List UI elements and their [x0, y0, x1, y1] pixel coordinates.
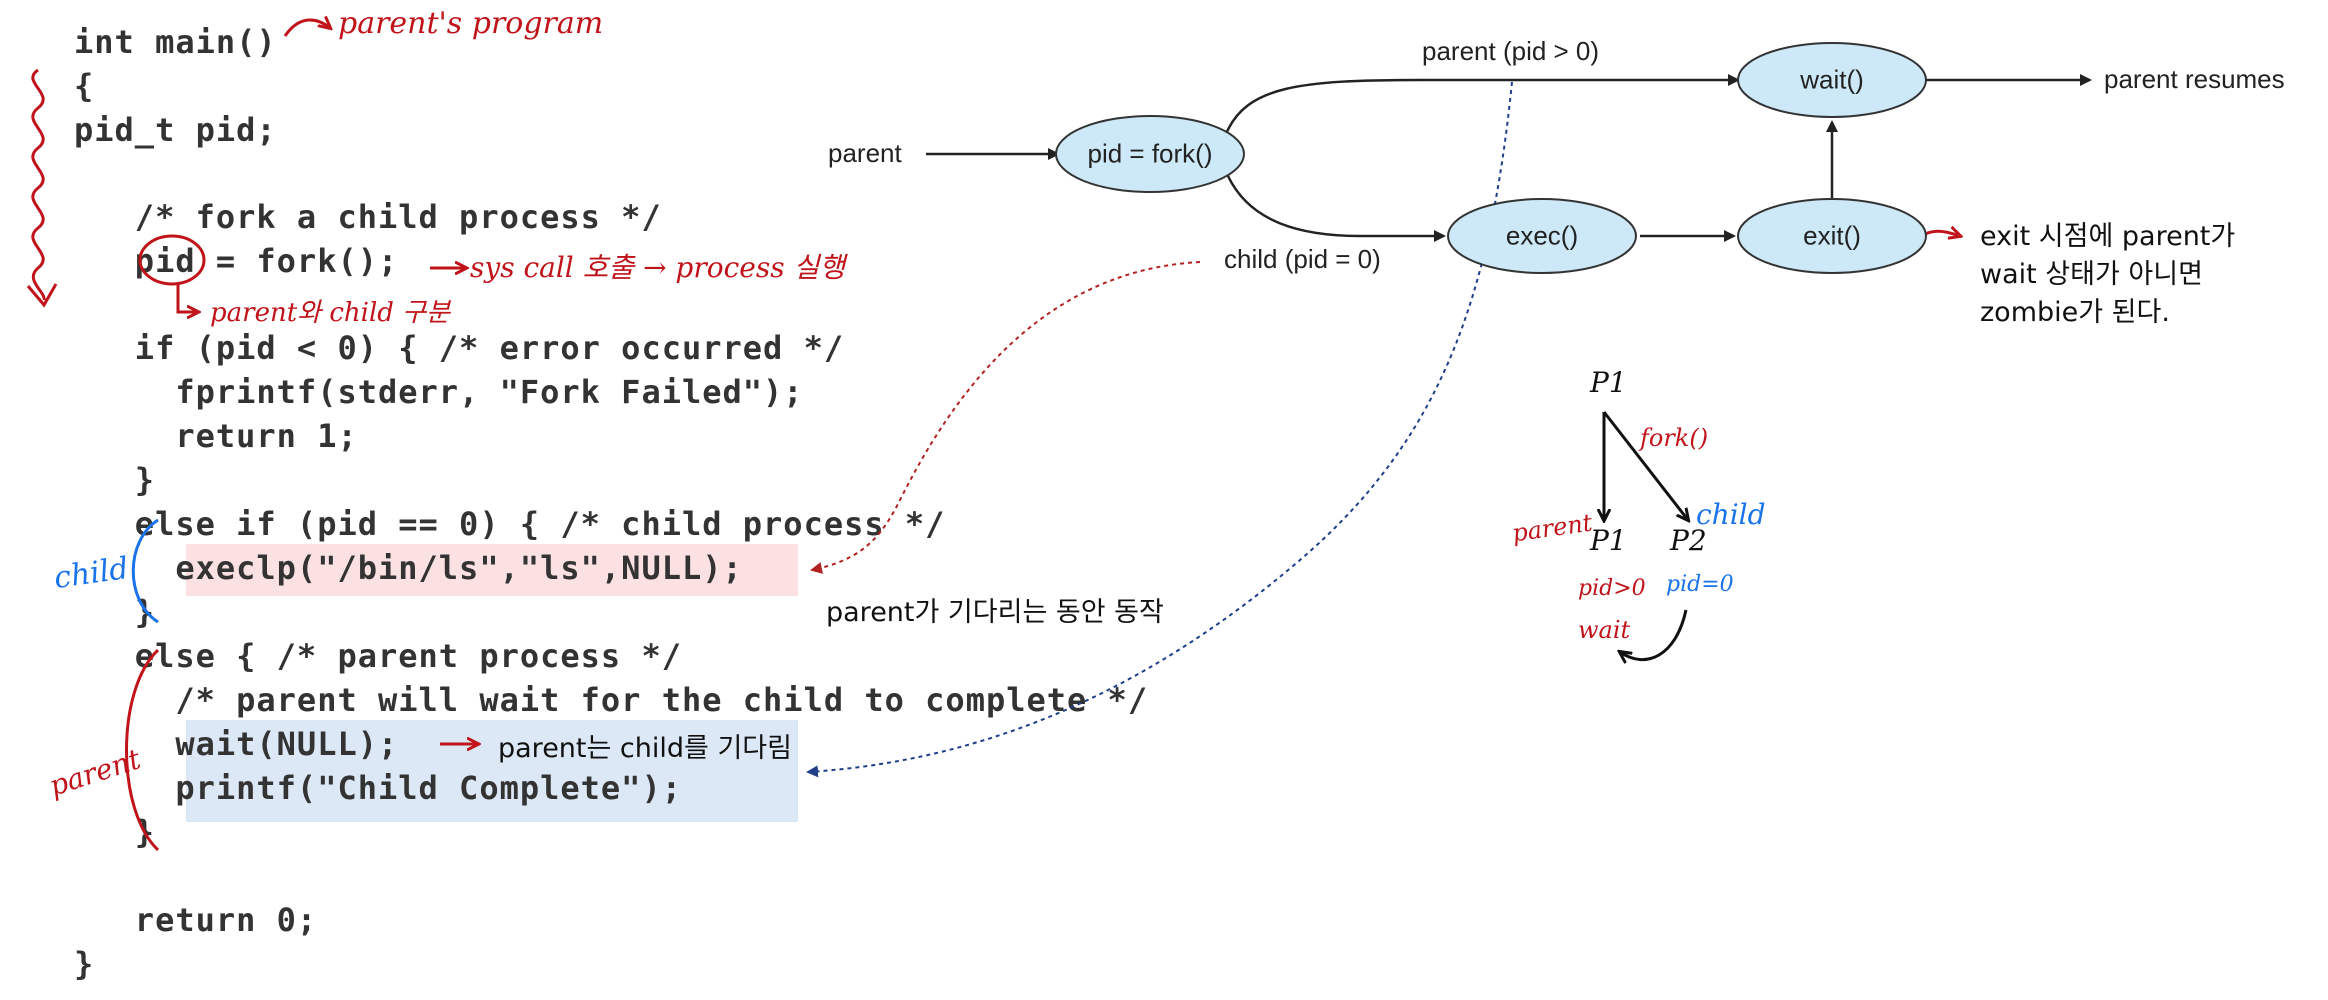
- zombie-note-line: zombie가 된다.: [1980, 297, 2170, 328]
- tree-edge-right: [1602, 411, 1688, 520]
- code-line: }: [74, 461, 156, 499]
- code-line: /* parent will wait for the child to com…: [74, 681, 1149, 719]
- wavy-bracket: [31, 68, 46, 301]
- node-wait-label: wait(): [1800, 64, 1864, 95]
- edge-parent-label: parent (pid > 0): [1422, 36, 1600, 66]
- code-line: return 0;: [74, 901, 318, 939]
- child-brace: [131, 518, 159, 624]
- code-line: {: [74, 67, 95, 105]
- tree-child-label: child: [1696, 498, 1766, 531]
- node-exit-label: exit(): [1803, 220, 1861, 251]
- node-exec-label: exec(): [1505, 220, 1579, 251]
- code-line: int main(): [74, 23, 277, 61]
- pid-distinguish-arrow: [176, 284, 198, 312]
- zombie-note-line: exit 시점에 parent가: [1980, 221, 2236, 252]
- code-line: else { /* parent process */: [74, 637, 682, 675]
- zombie-note-line: wait 상태가 아니면: [1980, 259, 2203, 290]
- pid-circle: [138, 234, 206, 286]
- wait-note: parent는 child를 기다림: [498, 733, 792, 764]
- tree-wait-arrow: [1620, 609, 1688, 660]
- parent-program-note: parent's program: [338, 6, 604, 41]
- code-line: if (pid < 0) { /* error occurred */: [74, 329, 845, 367]
- tree-right-pid: pid=0: [1666, 572, 1734, 597]
- end-label: parent resumes: [2104, 64, 2285, 94]
- node-exec: [1447, 198, 1637, 274]
- tree-right-node: P2: [1670, 524, 1707, 557]
- tree-left-node: P1: [1590, 524, 1627, 557]
- code-line: /* fork a child process */: [74, 198, 662, 236]
- node-wait: [1737, 42, 1927, 118]
- code-line: fprintf(stderr, "Fork Failed");: [74, 373, 804, 411]
- edge-fork-wait: [1224, 74, 1740, 135]
- parent-brace: [125, 648, 160, 852]
- tree-left-pid: pid>0: [1578, 576, 1646, 601]
- distinguish-note: parent와 child 구분: [210, 298, 451, 328]
- edge-fork-exec: [1226, 175, 1446, 242]
- exec-highlight: [186, 544, 798, 596]
- code-line: }: [74, 945, 95, 983]
- start-label: parent: [828, 138, 902, 168]
- zombie-note: exit 시점에 parent가 wait 상태가 아니면 zombie가 된다…: [1980, 218, 2235, 332]
- node-fork-label: pid = fork(): [1087, 138, 1213, 169]
- code-line: return 1;: [74, 417, 358, 455]
- tree-fork-label: fork(): [1640, 424, 1709, 452]
- code-line: printf("Child Complete");: [74, 769, 682, 807]
- code-line: pid_t pid;: [74, 111, 277, 149]
- parent-program-arrow: [283, 20, 330, 37]
- wait-highlight: [186, 720, 798, 822]
- wavy-bracket-head: [26, 283, 58, 308]
- exec-note: parent가 기다리는 동안 동작: [826, 597, 1164, 628]
- code-line: wait(NULL);: [74, 725, 399, 763]
- code-line: execlp("/bin/ls","ls",NULL);: [74, 549, 743, 587]
- syscall-note: sys call 호출 → process 실행: [470, 251, 846, 284]
- node-fork: [1055, 115, 1245, 193]
- node-exit: [1737, 198, 1927, 274]
- tree-wait-label: wait: [1578, 616, 1631, 644]
- parent-dashed-link: [806, 81, 1513, 778]
- child-dashed-link: [810, 261, 1201, 574]
- code-line: else if (pid == 0) { /* child process */: [74, 505, 946, 543]
- edge-child-label: child (pid = 0): [1224, 244, 1381, 274]
- tree-root: P1: [1590, 366, 1627, 399]
